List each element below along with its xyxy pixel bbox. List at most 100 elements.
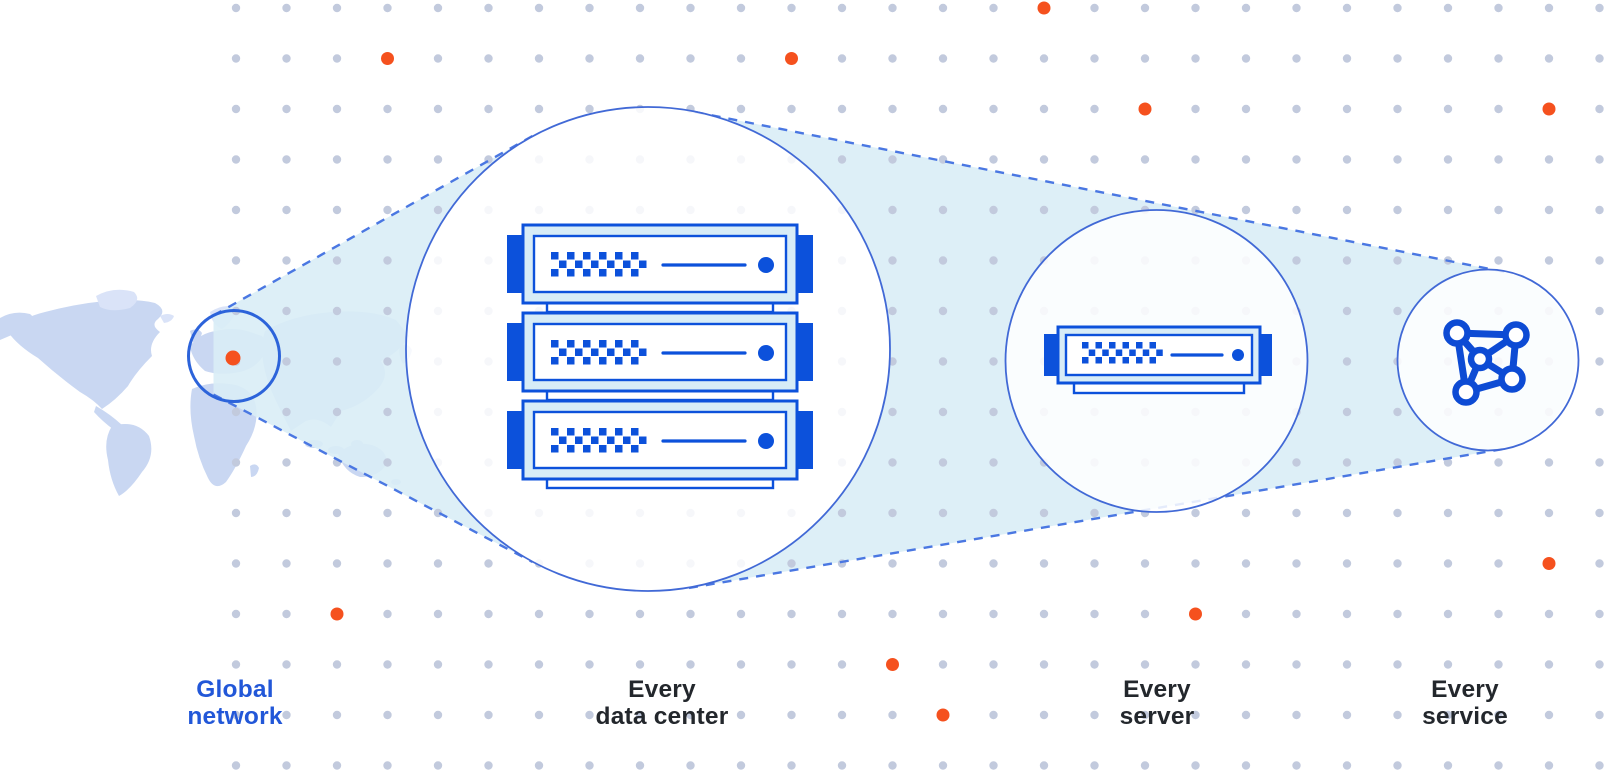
vent-square bbox=[591, 348, 599, 356]
vent-square bbox=[639, 348, 647, 356]
grid-dot bbox=[888, 306, 897, 316]
vent-square bbox=[591, 260, 599, 268]
grid-dot bbox=[282, 458, 291, 467]
grid-dot bbox=[837, 710, 847, 720]
grid-dot bbox=[534, 104, 544, 114]
grid-dot bbox=[1090, 761, 1099, 770]
grid-dot bbox=[787, 559, 796, 568]
grid-dot bbox=[282, 256, 291, 265]
grid-dot bbox=[1595, 508, 1604, 518]
grid-dot bbox=[635, 609, 645, 619]
grid-dot bbox=[1393, 761, 1402, 770]
grid-dot bbox=[1140, 710, 1150, 720]
grid-dot bbox=[585, 104, 594, 114]
label-line: Every bbox=[1431, 676, 1499, 703]
grid-dot bbox=[1342, 155, 1352, 164]
grid-dot bbox=[1342, 306, 1352, 316]
grid-dot-orange bbox=[1189, 607, 1202, 621]
grid-dot bbox=[938, 761, 948, 770]
vent-square bbox=[559, 260, 567, 268]
grid-dot bbox=[837, 761, 847, 770]
grid-dot bbox=[888, 104, 897, 114]
vent-square bbox=[615, 428, 623, 436]
grid-dot bbox=[1292, 458, 1301, 467]
vent-square bbox=[623, 436, 631, 444]
vent-square bbox=[567, 269, 575, 277]
grid-dot bbox=[1494, 3, 1503, 13]
landmass-africa bbox=[190, 383, 257, 487]
grid-dot bbox=[534, 660, 544, 669]
grid-dot bbox=[585, 710, 594, 720]
grid-dot bbox=[484, 104, 493, 114]
server-vent-pattern bbox=[551, 340, 647, 365]
grid-dot bbox=[282, 306, 291, 316]
vent-square bbox=[599, 445, 607, 453]
grid-dot bbox=[282, 54, 291, 63]
grid-dot bbox=[989, 458, 998, 467]
grid-dot bbox=[1140, 3, 1150, 13]
grid-dot bbox=[1393, 3, 1402, 13]
grid-dot bbox=[282, 508, 291, 518]
server-vent-pattern bbox=[1082, 342, 1163, 364]
grid-dot bbox=[1595, 104, 1604, 114]
grid-dot bbox=[1090, 3, 1099, 13]
vent-square bbox=[567, 357, 575, 365]
grid-dot bbox=[938, 306, 948, 316]
grid-dot bbox=[1595, 3, 1604, 13]
grid-dot bbox=[332, 710, 342, 720]
server-tab-left bbox=[507, 235, 524, 293]
grid-dot bbox=[534, 54, 544, 63]
grid-dot bbox=[383, 155, 392, 164]
grid-dot bbox=[1494, 761, 1503, 770]
grid-dot bbox=[1393, 54, 1402, 63]
grid-dot bbox=[989, 660, 998, 669]
grid-dot bbox=[1191, 761, 1200, 770]
vent-square bbox=[567, 428, 575, 436]
grid-dot bbox=[231, 660, 241, 669]
grid-dot bbox=[787, 104, 796, 114]
grid-dot bbox=[1241, 104, 1251, 114]
grid-dot bbox=[1342, 407, 1352, 417]
landmass-south-america bbox=[106, 423, 152, 496]
grid-dot bbox=[837, 155, 847, 164]
grid-dot bbox=[383, 761, 392, 770]
grid-dot bbox=[1140, 761, 1150, 770]
vent-square bbox=[599, 357, 607, 365]
grid-dot bbox=[1393, 458, 1402, 467]
grid-dot-orange bbox=[381, 52, 394, 65]
vent-square bbox=[591, 436, 599, 444]
server-unit-3 bbox=[507, 399, 813, 481]
grid-dot bbox=[1494, 205, 1503, 215]
grid-dot-orange bbox=[330, 607, 344, 621]
grid-dot bbox=[938, 660, 948, 669]
grid-dot bbox=[1494, 256, 1503, 265]
grid-dot bbox=[1140, 155, 1150, 164]
grid-dot bbox=[1241, 559, 1251, 568]
grid-dot bbox=[1292, 54, 1301, 63]
grid-dot bbox=[1191, 710, 1200, 720]
grid-dot bbox=[282, 559, 291, 568]
vent-square bbox=[1122, 342, 1129, 349]
grid-dot bbox=[1039, 609, 1049, 619]
grid-dot bbox=[736, 761, 746, 770]
vent-square bbox=[631, 252, 639, 260]
grid-dot bbox=[1191, 508, 1200, 518]
vent-square bbox=[623, 260, 631, 268]
grid-dot bbox=[1039, 155, 1049, 164]
grid-dot bbox=[1342, 205, 1352, 215]
grid-dot bbox=[1292, 609, 1301, 619]
vent-square bbox=[1109, 357, 1116, 364]
label-global-network: Global network bbox=[115, 676, 355, 730]
grid-dot bbox=[282, 407, 291, 417]
vent-square bbox=[607, 348, 615, 356]
grid-dot bbox=[383, 559, 392, 568]
grid-dot bbox=[1393, 306, 1402, 316]
label-every-server: Every server bbox=[1037, 676, 1277, 730]
grid-dot bbox=[1595, 155, 1604, 164]
grid-dot bbox=[1544, 205, 1554, 215]
grid-dot bbox=[1090, 609, 1099, 619]
grid-dot bbox=[989, 508, 998, 518]
vent-square bbox=[615, 269, 623, 277]
grid-dot bbox=[231, 54, 241, 63]
grid-dot bbox=[837, 3, 847, 13]
